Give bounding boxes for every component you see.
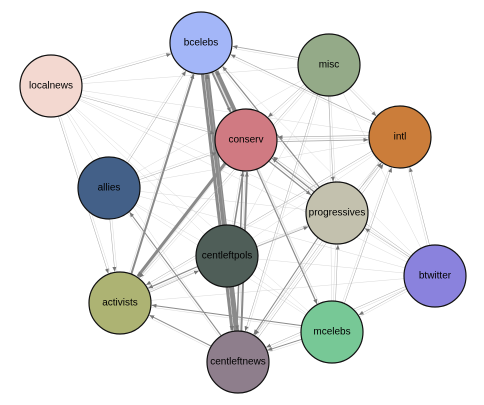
- node-localnews[interactable]: localnews: [19, 54, 83, 118]
- edge-conserv-to-bcelebs: [214, 70, 237, 112]
- node-centleftnews[interactable]: centleftnews: [206, 330, 270, 394]
- node-conserv[interactable]: conserv: [214, 108, 278, 172]
- node-misc[interactable]: misc: [297, 33, 361, 97]
- edge-allies-to-activists: [109, 219, 117, 272]
- edge-btwitter-to-mcelebs: [358, 288, 407, 316]
- node-label-centleftnews: centleftnews: [210, 357, 266, 368]
- node-label-progressives: progressives: [309, 208, 366, 219]
- edge-misc-to-intl: [349, 88, 377, 117]
- node-centleftpols[interactable]: centleftpols: [195, 224, 259, 288]
- faint-link-bcelebs-intl: [200, 42, 401, 138]
- faint-link-bcelebs-mcelebs: [200, 42, 333, 333]
- edge-mcelebs-to-activists: [151, 303, 302, 327]
- faint-link-centleftpols-btwitter: [226, 255, 436, 277]
- faint-link-bcelebs-btwitter: [200, 42, 436, 277]
- edge-activists-to-bcelebs: [130, 73, 195, 275]
- node-circle-activists[interactable]: [88, 271, 152, 335]
- node-allies[interactable]: allies: [77, 156, 141, 220]
- faint-link-misc-activists: [119, 64, 330, 304]
- node-label-misc: misc: [319, 60, 340, 71]
- node-label-mcelebs: mcelebs: [313, 327, 350, 338]
- faint-link-intl-centleftnews: [237, 136, 401, 363]
- faint-link-misc-localnews: [50, 64, 330, 87]
- edge-intl-to-bcelebs: [230, 54, 374, 123]
- edge-mcelebs-to-progressives: [335, 244, 340, 302]
- edge-centleftnews-to-intl: [257, 163, 384, 339]
- edge-localnews-to-conserv: [80, 96, 216, 135]
- edge-progressives-to-conserv: [271, 157, 315, 193]
- edge-centleftnews-to-bcelebs: [204, 74, 240, 332]
- edge-conserv-to-progressives: [268, 160, 312, 196]
- node-circle-misc[interactable]: [297, 33, 361, 97]
- node-circle-bcelebs[interactable]: [169, 11, 233, 75]
- node-label-activists: activists: [102, 298, 138, 309]
- edge-conserv-to-intl: [276, 137, 369, 142]
- faint-link-activists-mcelebs: [119, 302, 333, 333]
- edge-btwitter-to-progressives: [364, 228, 411, 258]
- edge-centleftnews-to-allies: [129, 211, 222, 337]
- faint-link-localnews-progressives: [50, 85, 338, 214]
- edge-progressives-to-centleftnews: [253, 237, 319, 335]
- node-activists[interactable]: activists: [88, 271, 152, 335]
- edge-mcelebs-to-intl: [344, 167, 392, 304]
- node-circle-localnews[interactable]: [19, 54, 83, 118]
- node-intl[interactable]: intl: [368, 105, 432, 169]
- faint-link-bcelebs-activists: [119, 42, 202, 304]
- edge-activists-to-centleftpols: [149, 270, 200, 293]
- node-label-conserv: conserv: [228, 135, 263, 146]
- edge-intl-to-centleftnews: [254, 160, 381, 336]
- node-circle-mcelebs[interactable]: [300, 300, 364, 364]
- node-circle-progressives[interactable]: [305, 181, 369, 245]
- edge-layer: [50, 42, 436, 363]
- edge-centleftpols-to-progressives: [256, 226, 309, 248]
- node-layer: bcelebs misc localnews conserv intl allies pro…: [19, 11, 467, 394]
- node-label-localnews: localnews: [29, 81, 73, 92]
- edge-misc-to-activists: [139, 86, 308, 278]
- edge-centleftpols-to-conserv: [233, 171, 245, 226]
- edge-mcelebs-to-centleftnews: [267, 338, 302, 351]
- node-btwitter[interactable]: btwitter: [403, 244, 467, 308]
- edge-misc-to-progressives: [328, 96, 335, 182]
- faint-link-allies-btwitter: [108, 187, 436, 277]
- edge-misc-to-centleftnews: [244, 93, 319, 332]
- edge-allies-to-conserv: [138, 152, 217, 181]
- node-label-allies: allies: [98, 183, 121, 194]
- node-circle-btwitter[interactable]: [403, 244, 467, 308]
- edge-btwitter-to-intl: [409, 167, 430, 246]
- faint-link-localnews-centleftpols: [50, 85, 228, 257]
- node-bcelebs[interactable]: bcelebs: [169, 11, 233, 75]
- edge-centleftpols-to-activists: [147, 265, 198, 289]
- faint-link-btwitter-activists: [119, 275, 436, 304]
- edge-allies-to-bcelebs: [127, 70, 186, 164]
- node-label-bcelebs: bcelebs: [184, 38, 218, 49]
- node-circle-centleftnews[interactable]: [206, 330, 270, 394]
- faint-link-misc-btwitter: [328, 64, 436, 277]
- edge-misc-to-bcelebs: [232, 45, 299, 58]
- faint-link-intl-activists: [119, 136, 401, 304]
- node-circle-intl[interactable]: [368, 105, 432, 169]
- edge-localnews-to-bcelebs: [81, 53, 172, 80]
- edge-intl-to-conserv: [277, 135, 370, 140]
- node-label-intl: intl: [394, 132, 407, 143]
- faint-link-conserv-mcelebs: [245, 139, 333, 333]
- edge-centleftpols-to-centleftnews: [227, 287, 235, 331]
- node-label-centleftpols: centleftpols: [202, 251, 253, 262]
- node-circle-conserv[interactable]: [214, 108, 278, 172]
- edge-intl-to-activists: [145, 150, 373, 286]
- faint-link-misc-centleftnews: [237, 64, 330, 363]
- node-circle-centleftpols[interactable]: [195, 224, 259, 288]
- edge-misc-to-conserv: [267, 84, 305, 118]
- node-mcelebs[interactable]: mcelebs: [300, 300, 364, 364]
- faint-link-localnews-intl: [50, 85, 401, 138]
- node-label-btwitter: btwitter: [419, 271, 452, 282]
- edge-bcelebs-to-conserv: [211, 71, 232, 113]
- edge-bcelebs-to-centleftnews: [200, 73, 234, 331]
- node-circle-allies[interactable]: [77, 156, 141, 220]
- edge-centleftnews-to-activists: [149, 314, 212, 347]
- edge-conserv-to-activists: [136, 162, 227, 278]
- edge-conserv-to-mcelebs: [256, 168, 318, 305]
- node-progressives[interactable]: progressives: [305, 181, 369, 245]
